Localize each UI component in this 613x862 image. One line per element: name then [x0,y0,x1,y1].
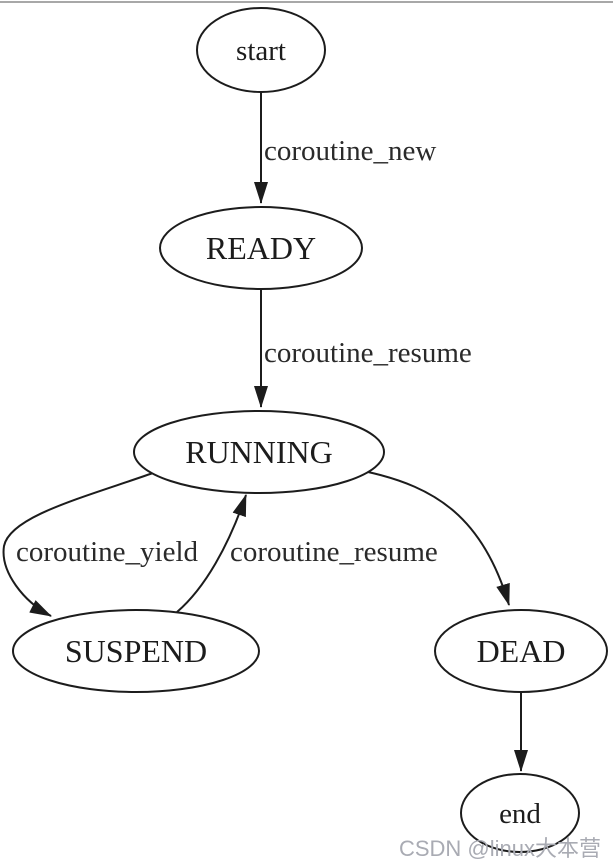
node-label-start: start [236,35,286,67]
node-label-suspend: SUSPEND [65,633,207,669]
node-label-end: end [499,798,541,830]
node-label-dead: DEAD [477,633,566,669]
node-ellipse-end [460,773,580,853]
edge-label-coroutine-new: coroutine_new [264,135,436,167]
node-ellipse-start [196,7,326,93]
csdn-watermark: CSDN @linux大本营 [399,836,601,861]
node-ellipse-suspend [12,609,260,693]
node-ellipse-running [133,410,385,494]
node-label-ready: READY [206,230,316,266]
edge-label-coroutine-resume-1: coroutine_resume [264,337,472,369]
node-label-running: RUNNING [185,434,333,470]
edge-label-coroutine-resume-2: coroutine_resume [230,536,438,568]
edge-running-to-suspend [2,472,154,617]
edge-suspend-to-running [176,494,247,613]
node-ellipse-dead [434,609,608,693]
top-border-line [0,1,613,3]
node-ellipse-ready [159,206,363,290]
edge-label-coroutine-yield: coroutine_yield [16,536,199,568]
edge-running-to-dead [367,471,510,606]
